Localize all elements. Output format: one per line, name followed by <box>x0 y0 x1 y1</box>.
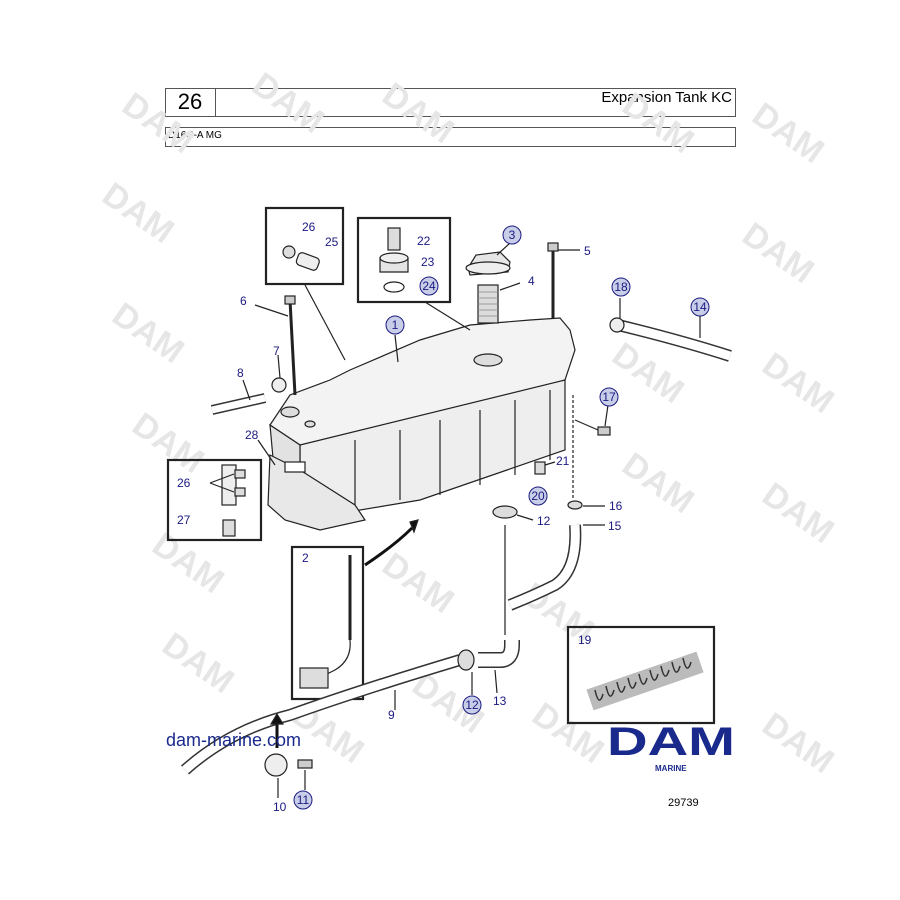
callout-26: 26 <box>302 220 316 234</box>
svg-text:11: 11 <box>297 793 310 807</box>
engine-model: D16C-A MG <box>168 130 222 141</box>
callout-23: 23 <box>421 255 435 269</box>
callout-24: 24 <box>419 276 439 296</box>
inset-box-spiral-guard <box>566 625 716 725</box>
expansion-tank <box>267 317 576 531</box>
watermark: DAM <box>375 75 460 151</box>
watermark: DAM <box>245 65 330 141</box>
callout-26-inset: 26 <box>177 476 191 490</box>
callout-6: 6 <box>240 294 247 308</box>
watermark: DAM <box>605 335 690 411</box>
callout-12: 12 <box>537 514 551 528</box>
callout-9: 9 <box>388 708 395 722</box>
header-number-divider <box>165 88 216 117</box>
svg-text:1: 1 <box>392 318 399 332</box>
inset-box-nipple <box>264 206 345 286</box>
callout-4: 4 <box>528 274 535 288</box>
callout-21: 21 <box>556 454 570 468</box>
header-model-box <box>165 127 736 147</box>
callout-12-circled: 12 <box>462 695 482 715</box>
callout-27: 27 <box>177 513 191 527</box>
svg-text:12: 12 <box>465 698 479 712</box>
watermark: DAM <box>375 545 460 621</box>
watermark: DAM <box>115 85 200 161</box>
callout-1: 1 <box>385 315 405 335</box>
callout-11: 11 <box>293 790 313 810</box>
callout-5: 5 <box>584 244 591 258</box>
drawing-number: 29739 <box>668 797 699 809</box>
inset-box-valve <box>356 216 452 304</box>
callout-17: 17 <box>599 387 619 407</box>
brand-sub-text: MARINE <box>655 764 687 773</box>
watermark: DAM <box>755 705 840 781</box>
drawing-lines <box>166 206 732 798</box>
svg-text:14: 14 <box>693 300 707 314</box>
callout-15: 15 <box>608 519 622 533</box>
svg-text:20: 20 <box>531 489 545 503</box>
watermark: DAM <box>735 215 820 291</box>
callout-25: 25 <box>325 235 339 249</box>
callout-22: 22 <box>417 234 431 248</box>
header-title-box <box>165 88 736 117</box>
website-link[interactable]: dam-marine.com <box>166 730 301 750</box>
inset-box-hose-fitting <box>166 458 263 542</box>
svg-text:18: 18 <box>614 280 628 294</box>
watermark: DAM <box>105 295 190 371</box>
callout-13: 13 <box>493 694 507 708</box>
watermark: DAM <box>755 345 840 421</box>
watermark: DAM <box>755 475 840 551</box>
callout-2: 2 <box>302 551 309 565</box>
watermark: DAM <box>155 625 240 701</box>
callout-8: 8 <box>237 366 244 380</box>
watermark: DAM <box>615 445 700 521</box>
page-number: 26 <box>177 89 203 114</box>
callout-labels: 1 3 24 18 14 17 <box>177 220 710 814</box>
watermark: DAM <box>95 175 180 251</box>
watermark: DAM <box>615 85 700 161</box>
svg-text:3: 3 <box>509 228 516 242</box>
callout-7: 7 <box>273 344 280 358</box>
callout-19: 19 <box>578 633 592 647</box>
page-title: Expansion Tank KC <box>601 89 732 106</box>
watermark: DAM <box>745 95 830 171</box>
callout-20: 20 <box>528 486 548 506</box>
svg-text:24: 24 <box>422 279 436 293</box>
brand-logo: DAM MARINE <box>607 720 735 773</box>
svg-text:17: 17 <box>602 390 616 404</box>
brand-logo-text: DAM <box>607 720 735 764</box>
callout-3: 3 <box>502 225 522 245</box>
callout-18: 18 <box>611 277 631 297</box>
callout-28: 28 <box>245 428 259 442</box>
callout-14: 14 <box>690 297 710 317</box>
callout-16: 16 <box>609 499 623 513</box>
callout-10: 10 <box>273 800 287 814</box>
watermark: DAM <box>145 525 230 601</box>
